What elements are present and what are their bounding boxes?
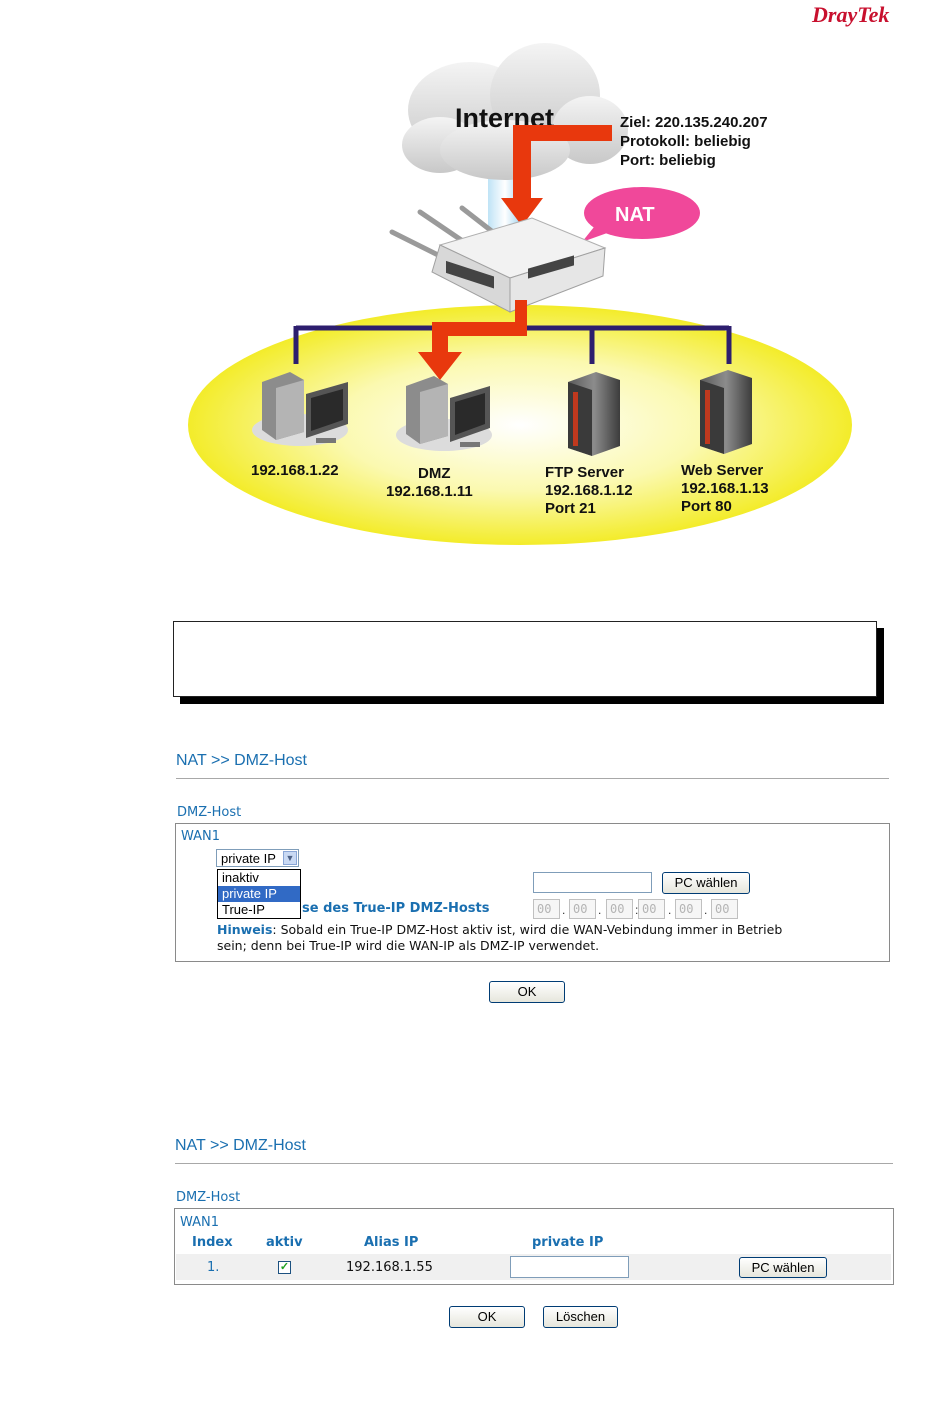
page-title-1: NAT >> DMZ-Host	[176, 752, 307, 769]
note-box	[173, 621, 877, 697]
true-ip-octet-3[interactable]: 00	[606, 899, 633, 919]
wan-label-2: WAN1	[180, 1215, 220, 1230]
delete-button[interactable]: Löschen	[543, 1306, 618, 1328]
row-alias-ip: 192.168.1.55	[346, 1260, 433, 1275]
dmz-network-diagram: Internet Ziel: 220.135.240.207 Protokoll…	[188, 43, 852, 545]
wan-label-1: WAN1	[181, 829, 221, 844]
host2-name: DMZ	[418, 465, 451, 482]
section-label-1: DMZ-Host	[177, 805, 242, 820]
private-ip-input[interactable]	[533, 872, 652, 893]
incoming-arrow	[501, 125, 612, 226]
true-ip-label: se des True-IP DMZ-Hosts	[302, 901, 490, 916]
pc-select-button-1[interactable]: PC wählen	[662, 872, 750, 894]
dmz-arrow	[418, 300, 527, 380]
true-ip-octet-5[interactable]: 00	[675, 899, 702, 919]
dmz-mode-dropdown: inaktiv private IP True-IP	[217, 869, 301, 919]
row-private-ip-input[interactable]	[510, 1256, 629, 1278]
info-port: Port: beliebig	[620, 152, 716, 169]
title-divider-2	[175, 1163, 893, 1164]
host3-name: FTP Server	[545, 464, 624, 481]
option-inaktiv[interactable]: inaktiv	[222, 870, 259, 885]
dmz-mode-select[interactable]: private IP ▼	[216, 849, 299, 867]
lan-zone	[188, 305, 852, 545]
option-private-ip[interactable]: private IP	[218, 886, 300, 902]
host3-ip: 192.168.1.12	[545, 482, 633, 499]
row-index: 1.	[207, 1260, 220, 1275]
true-ip-octet-4[interactable]: 00	[638, 899, 665, 919]
pc-host-1	[252, 372, 348, 446]
ok-button-1[interactable]: OK	[489, 981, 565, 1003]
pc-select-button-2[interactable]: PC wählen	[739, 1257, 827, 1278]
true-ip-octet-1[interactable]: 00	[533, 899, 560, 919]
host4-name: Web Server	[681, 462, 763, 479]
col-private-ip: private IP	[532, 1235, 604, 1250]
ok-button-2[interactable]: OK	[449, 1306, 525, 1328]
section-label-2: DMZ-Host	[176, 1190, 241, 1205]
true-ip-octet-6[interactable]: 00	[711, 899, 738, 919]
server-ftp	[568, 372, 620, 456]
active-checkbox[interactable]: ✓	[278, 1261, 291, 1274]
server-web	[700, 370, 752, 454]
pc-host-dmz	[396, 376, 492, 451]
hint-text: Hinweis: Sobald ein True-IP DMZ-Host akt…	[217, 922, 783, 953]
hint-label: Hinweis	[217, 922, 273, 937]
info-destination: Ziel: 220.135.240.207	[620, 114, 768, 131]
info-protocol: Protokoll: beliebig	[620, 133, 751, 150]
host2-ip: 192.168.1.11	[386, 483, 473, 500]
title-divider-1	[176, 778, 889, 779]
option-true-ip[interactable]: True-IP	[222, 902, 265, 917]
col-alias-ip: Alias IP	[364, 1235, 419, 1250]
col-index: Index	[192, 1235, 233, 1250]
draytek-logo: DrayTek	[812, 2, 890, 27]
host1-ip: 192.168.1.22	[251, 462, 339, 479]
host3-port: Port 21	[545, 500, 596, 517]
host4-port: Port 80	[681, 498, 732, 515]
col-active: aktiv	[266, 1235, 303, 1250]
nat-bubble	[582, 187, 700, 242]
router-device	[389, 205, 607, 313]
true-ip-octet-2[interactable]: 00	[569, 899, 596, 919]
page-title-2: NAT >> DMZ-Host	[175, 1137, 306, 1154]
dmz-panel-1	[175, 823, 890, 962]
nat-label: NAT	[615, 204, 655, 226]
host4-ip: 192.168.1.13	[681, 480, 769, 497]
chevron-down-icon: ▼	[283, 851, 297, 865]
